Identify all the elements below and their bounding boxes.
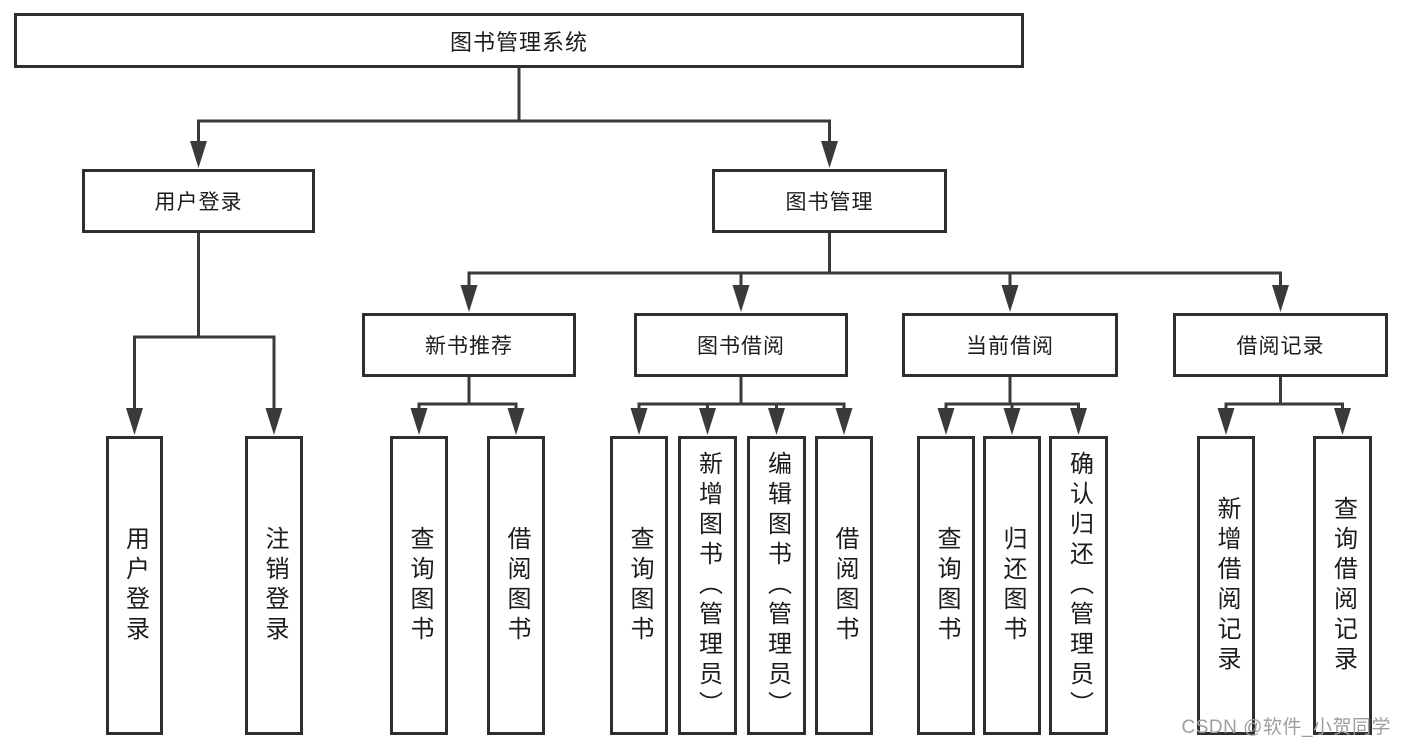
edge-new-book-recommend-to-leaves [417,377,518,414]
leaf-return-book-label: 归还图书 [999,525,1026,646]
leaf-add-borrow-record: 新增借阅记录 [1197,436,1255,735]
arrowhead [190,141,207,168]
leaf-query-book-current-label: 查询图书 [933,525,960,646]
leaf-confirm-return-admin-label: 确认归还（管理员） [1065,450,1093,721]
node-new-book-recommend-label: 新书推荐 [425,335,513,358]
leaf-borrow-book-recommend: 借阅图书 [487,436,545,735]
arrowhead [1334,408,1351,435]
leaf-add-borrow-record-label: 新增借阅记录 [1213,495,1240,676]
leaf-edit-book-admin: 编辑图书（管理员） [747,436,806,735]
node-library-system: 图书管理系统 [14,13,1024,68]
arrowhead [630,408,648,435]
leaf-logout-label: 注销登录 [261,525,288,646]
leaf-add-book-admin: 新增图书（管理员） [678,436,737,735]
node-current-borrow-label: 当前借阅 [966,335,1054,358]
edge-user-login-to-leaves [133,233,276,412]
node-borrow-records: 借阅记录 [1173,313,1388,377]
node-book-borrow-label: 图书借阅 [697,335,785,358]
arrowhead [410,408,428,435]
leaf-user-login-label: 用户登录 [121,525,149,646]
leaf-confirm-return-admin: 确认归还（管理员） [1049,436,1108,735]
connector-edges [133,68,1344,414]
leaf-query-book-borrow-label: 查询图书 [626,525,653,646]
arrowhead [768,408,785,435]
leaf-borrow-book-label: 借阅图书 [831,525,858,646]
leaf-query-borrow-record: 查询借阅记录 [1313,436,1372,735]
arrowhead [937,408,955,435]
edge-book-management-to-level3 [467,233,1282,288]
node-book-management-label: 图书管理 [785,191,874,214]
leaf-query-borrow-record-label: 查询借阅记录 [1329,495,1357,676]
leaf-user-login: 用户登录 [106,436,163,735]
arrowhead [1217,408,1235,435]
arrowhead [1272,285,1289,312]
leaf-logout: 注销登录 [245,436,303,735]
node-new-book-recommend: 新书推荐 [362,313,576,377]
arrowhead [126,408,143,435]
leaf-borrow-book: 借阅图书 [815,436,873,735]
node-book-borrow: 图书借阅 [634,313,848,377]
edge-borrow-records-to-leaves [1224,377,1344,414]
leaf-query-book-recommend: 查询图书 [390,436,448,735]
leaf-return-book: 归还图书 [983,436,1041,735]
arrowhead [460,285,478,312]
node-user-login-label: 用户登录 [154,191,243,214]
leaf-edit-book-admin-label: 编辑图书（管理员） [763,450,791,721]
leaf-add-book-admin-label: 新增图书（管理员） [694,450,722,721]
leaf-query-book-borrow: 查询图书 [610,436,668,735]
node-book-management: 图书管理 [712,169,947,233]
arrowhead [265,408,283,435]
arrowhead [732,285,750,312]
arrowhead [507,408,525,435]
csdn-watermark: CSDN @软件_小贺同学 [1181,717,1391,738]
edge-book-borrow-to-leaves [637,377,846,414]
arrowhead [699,408,716,435]
node-library-system-label: 图书管理系统 [449,29,588,55]
node-borrow-records-label: 借阅记录 [1236,335,1325,358]
arrowhead [821,141,838,168]
arrowhead [1001,285,1019,312]
arrowhead [835,408,853,435]
leaf-query-book-current: 查询图书 [917,436,975,735]
node-user-login: 用户登录 [82,169,315,233]
leaf-query-book-recommend-label: 查询图书 [406,525,433,646]
arrowhead [1003,408,1021,435]
leaf-borrow-book-recommend-label: 借阅图书 [503,525,530,646]
arrowhead [1070,408,1087,435]
edge-root-to-level2 [197,68,831,145]
connector-arrowheads [126,141,1351,435]
node-current-borrow: 当前借阅 [902,313,1118,377]
